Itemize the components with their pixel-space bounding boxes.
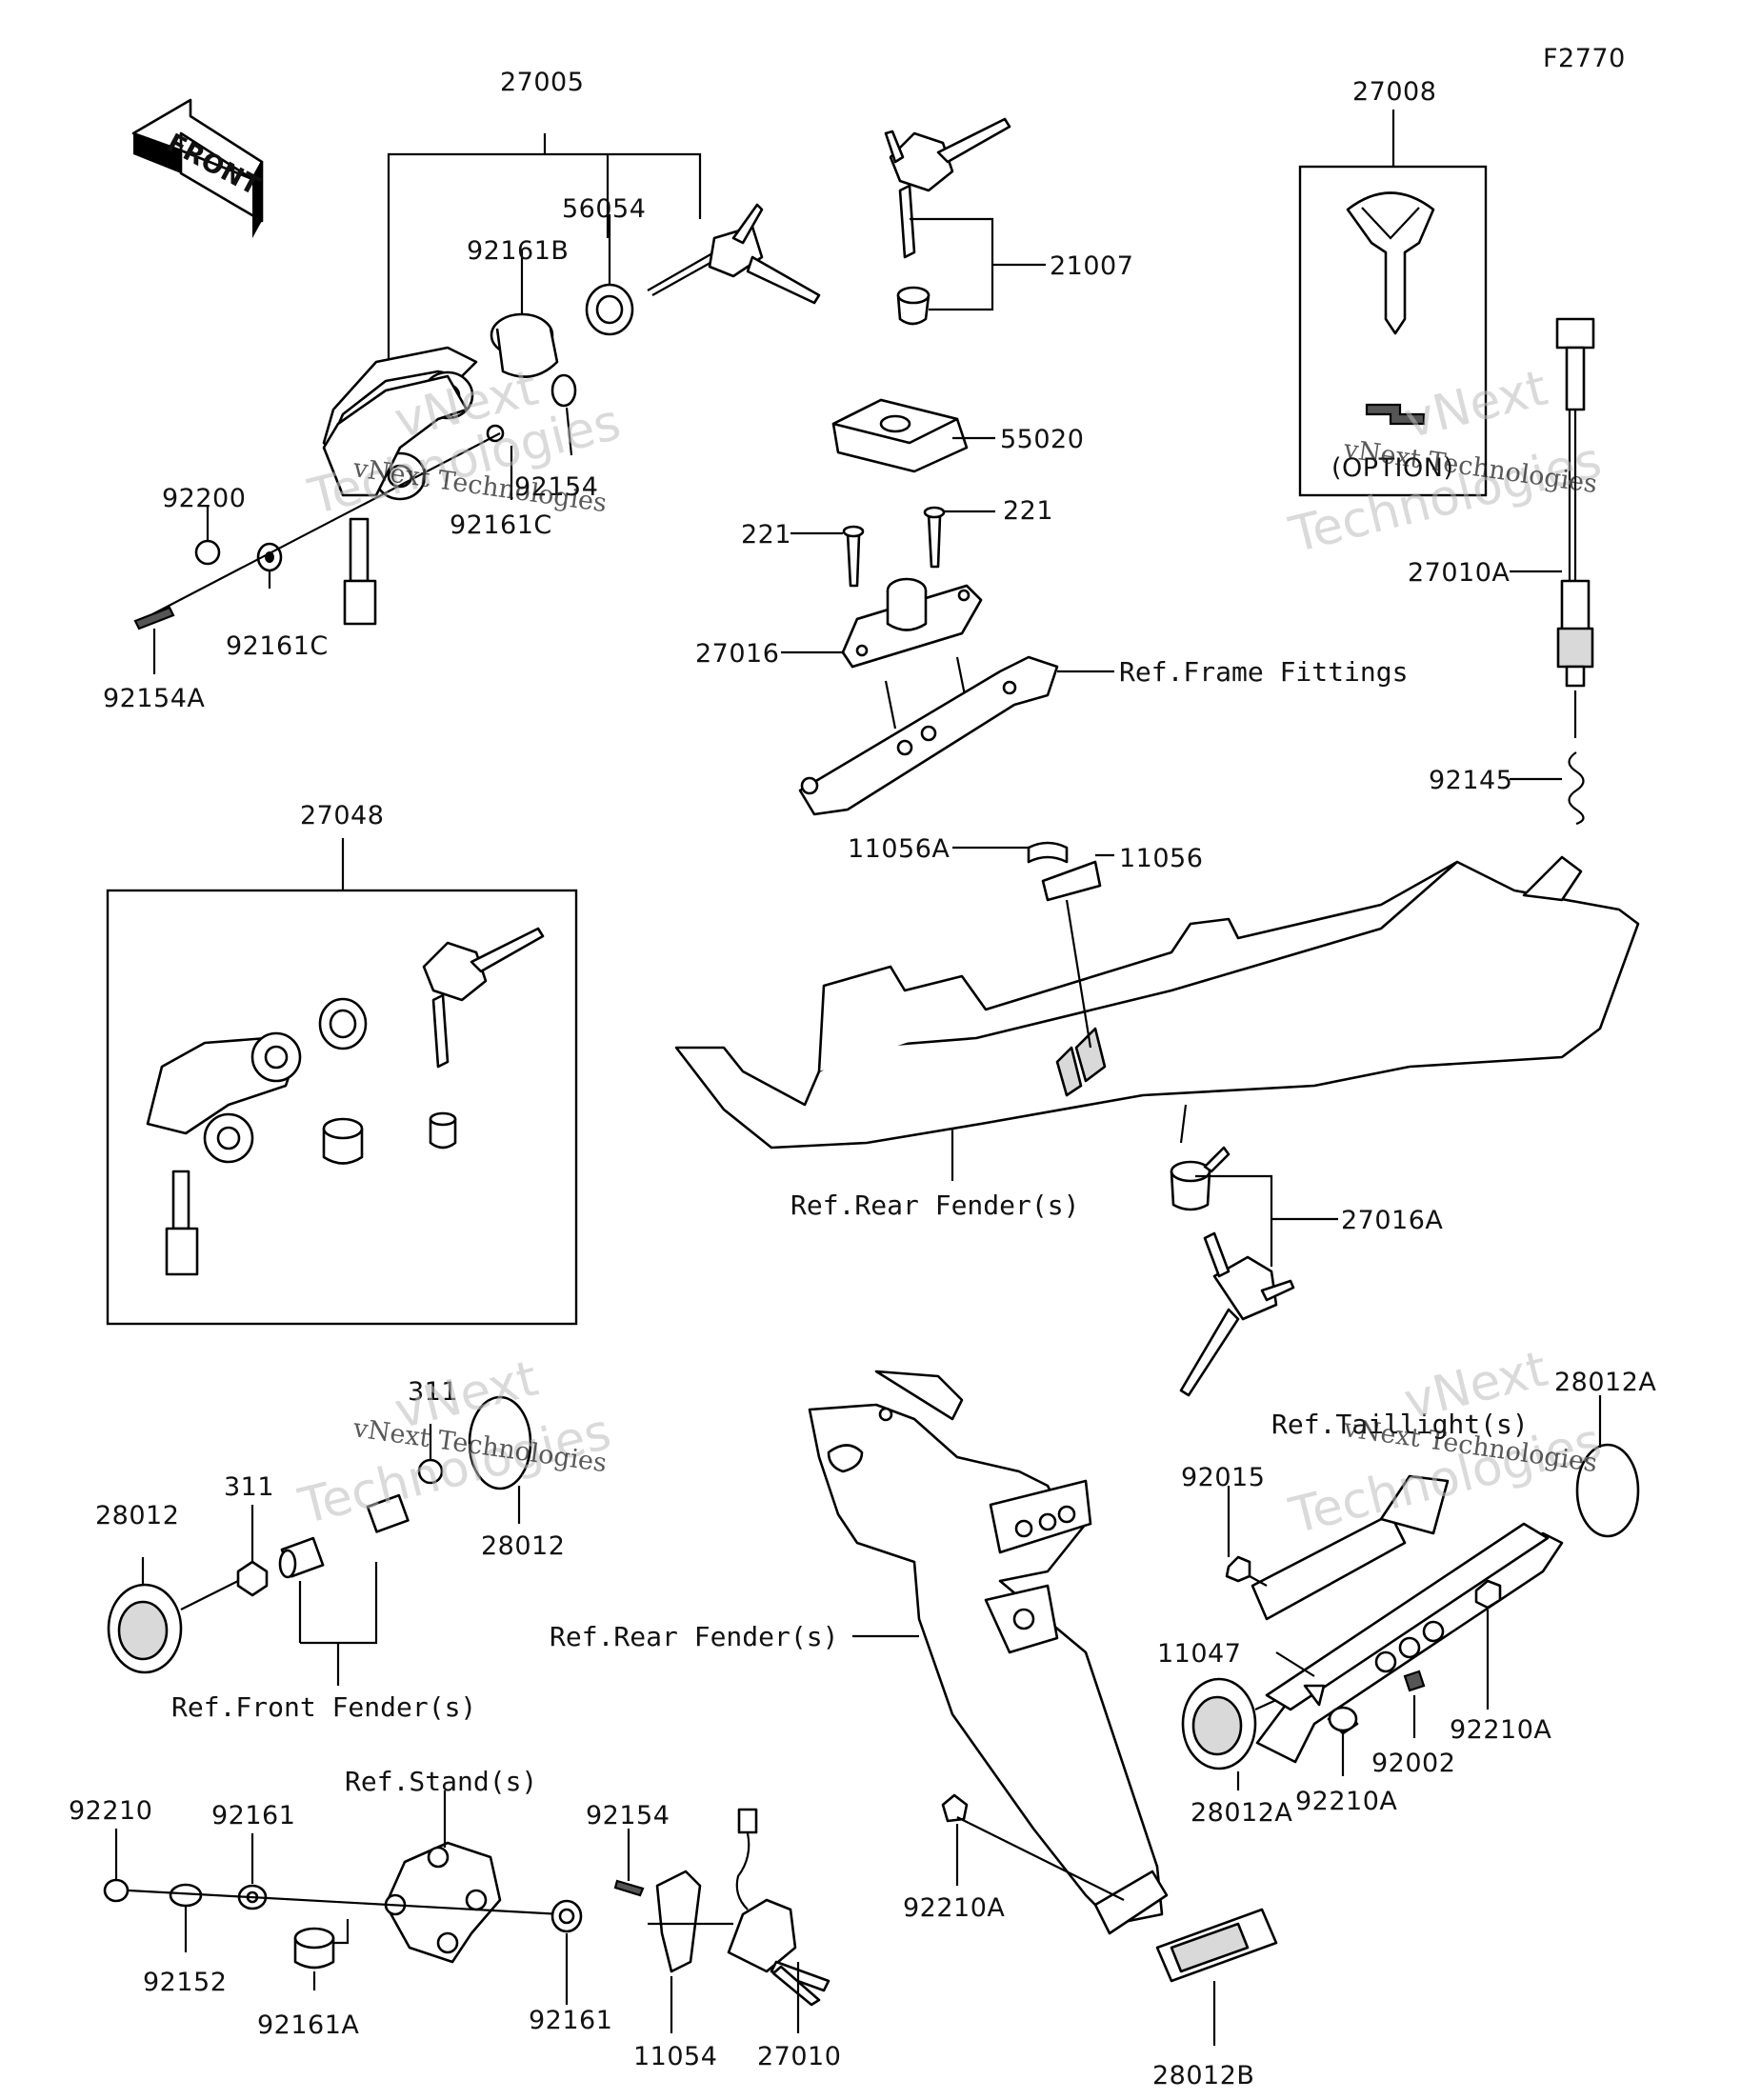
label-311-top: 311 <box>408 1377 458 1407</box>
label-11047: 11047 <box>1157 1639 1241 1669</box>
label-28012-mid: 28012 <box>481 1531 565 1561</box>
label-92161-right: 92161 <box>529 2006 612 2035</box>
nut-92210A-bottom <box>941 1793 1125 1901</box>
ignition-switch-assembly-27005 <box>133 133 821 674</box>
label-28012a-top: 28012A <box>1554 1368 1656 1397</box>
label-92210a-bottom: 92210A <box>903 1893 1005 1923</box>
label-92152: 92152 <box>143 1968 227 1997</box>
frame-bracket <box>798 655 1114 816</box>
label-92200: 92200 <box>162 484 246 513</box>
stand-switch-assembly <box>103 1790 830 2033</box>
rear-frame <box>674 841 1640 1181</box>
label-11054: 11054 <box>633 2042 717 2071</box>
key-blank-icon <box>1346 191 1435 426</box>
label-92161a: 92161A <box>257 2010 359 2040</box>
figure-code: F2770 <box>1543 44 1626 73</box>
label-27010: 27010 <box>757 2042 841 2071</box>
front-arrow-icon: FRONT <box>131 98 265 238</box>
key-lock-21007 <box>884 117 1046 326</box>
label-221-right: 221 <box>1003 496 1053 526</box>
label-27010a: 27010A <box>1408 558 1510 588</box>
label-27016: 27016 <box>695 639 779 669</box>
label-55020: 55020 <box>1000 425 1084 454</box>
ref-frame-fittings: Ref.Frame Fittings <box>1119 656 1408 688</box>
ref-rear-fender-2: Ref.Rear Fender(s) <box>550 1621 838 1652</box>
nut-311-left <box>236 1505 378 1686</box>
cover-55020 <box>831 398 995 473</box>
label-92161c: 92161C <box>226 631 329 661</box>
watermark-bottom-left: vNext Technologies vNext Technologies <box>293 1350 617 1536</box>
label-92015: 92015 <box>1181 1463 1265 1492</box>
label-28012a-bottom: 28012A <box>1191 1798 1292 1828</box>
spring-92145 <box>1510 751 1585 826</box>
sensor-27010A <box>1510 317 1595 738</box>
label-92210: 92210 <box>69 1796 152 1826</box>
label-92002: 92002 <box>1371 1749 1455 1778</box>
label-92161c-top: 92161C <box>450 510 552 540</box>
label-27048: 27048 <box>300 801 384 830</box>
ref-front-fender: Ref.Front Fender(s) <box>171 1691 476 1723</box>
label-27008: 27008 <box>1352 77 1436 107</box>
svg-text:vNext: vNext <box>1399 360 1553 450</box>
bolts-221 <box>790 506 995 588</box>
taillight-bracket-11047 <box>1181 1395 1640 1790</box>
label-92161-left: 92161 <box>211 1801 295 1830</box>
reflector-28012-left <box>107 1557 239 1674</box>
label-27005: 27005 <box>500 68 584 97</box>
reflector-28012-mid <box>366 1395 532 1533</box>
label-21007: 21007 <box>1050 251 1133 281</box>
lock-27016A <box>1170 1146 1338 1397</box>
ref-rear-fender-1: Ref.Rear Fender(s) <box>790 1190 1079 1221</box>
label-56054: 56054 <box>562 194 646 224</box>
label-92210a-mid: 92210A <box>1295 1787 1397 1816</box>
label-92154a: 92154A <box>103 684 205 713</box>
label-option: (OPTION) <box>1331 453 1454 483</box>
label-92161b: 92161B <box>467 236 569 266</box>
label-92154: 92154 <box>586 1801 670 1830</box>
key-set-27048 <box>146 927 545 1276</box>
label-28012b: 28012B <box>1152 2061 1254 2090</box>
label-221-left: 221 <box>741 520 791 550</box>
label-92145: 92145 <box>1429 766 1512 795</box>
label-27016a: 27016A <box>1341 1206 1443 1235</box>
label-92154-overlap: 92154 <box>514 472 598 502</box>
label-311: 311 <box>224 1472 274 1502</box>
ref-taillight: Ref.Taillight(s) <box>1271 1409 1529 1440</box>
reflector-28012B <box>1155 1908 1278 2046</box>
label-11056: 11056 <box>1119 844 1203 873</box>
lock-base-27016 <box>781 577 983 730</box>
label-28012-left: 28012 <box>95 1501 179 1530</box>
license-bracket <box>808 1370 1169 1935</box>
ref-stand: Ref.Stand(s) <box>345 1766 537 1797</box>
label-11056a: 11056A <box>848 834 950 864</box>
label-92210a-right: 92210A <box>1450 1715 1551 1745</box>
